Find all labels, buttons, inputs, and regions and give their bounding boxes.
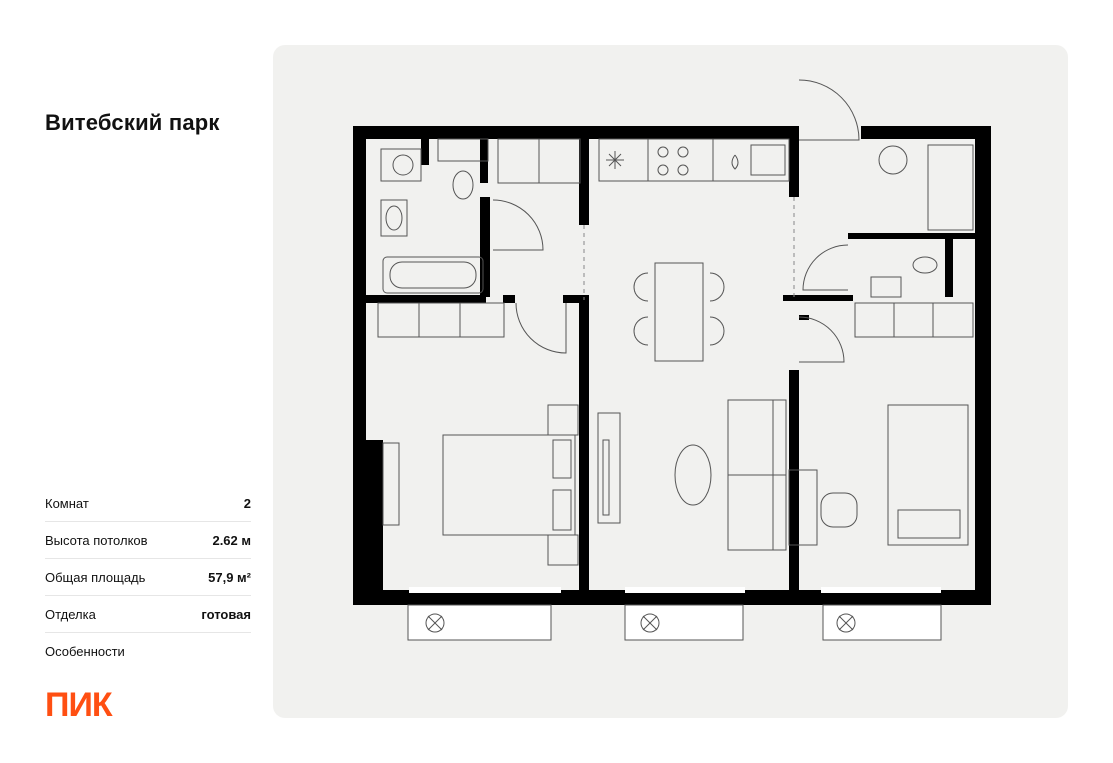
specs-list: Комнат 2 Высота потолков 2.62 м Общая пл…: [45, 485, 251, 669]
spec-value: 2: [243, 495, 251, 511]
bed-icon: [887, 404, 969, 546]
table-icon: [654, 262, 704, 362]
pik-logo: ПИК: [45, 686, 113, 724]
wardrobe-icon: [377, 302, 505, 338]
sink-icon: [380, 199, 408, 237]
floorplan: [353, 79, 991, 641]
kitchen-counter: [598, 138, 790, 182]
chair-icon: [633, 272, 725, 346]
tv-unit: [382, 442, 400, 526]
toilet-icon: [870, 256, 938, 298]
spec-row-finish: Отделка готовая: [45, 596, 251, 633]
sink-icon: [731, 144, 786, 176]
stove-icon: [657, 146, 689, 176]
balconies: [407, 604, 942, 641]
wardrobe-icon: [497, 138, 581, 184]
chair-icon: [820, 492, 858, 528]
spec-row-features: Особенности: [45, 633, 251, 669]
spec-row-area: Общая площадь 57,9 м²: [45, 559, 251, 596]
desk-icon: [788, 469, 818, 546]
project-title: Витебский парк: [45, 110, 220, 135]
floorplan-panel: [273, 45, 1068, 718]
fridge-icon: [606, 151, 624, 169]
spec-label: Высота потолков: [45, 532, 148, 548]
spec-row-ceiling: Высота потолков 2.62 м: [45, 522, 251, 559]
spec-value: 2.62 м: [212, 532, 251, 548]
spec-label: Особенности: [45, 643, 125, 659]
spec-value: 57,9 м²: [208, 569, 251, 585]
bathtub-icon: [382, 256, 484, 294]
spec-label: Общая площадь: [45, 569, 146, 585]
spec-label: Комнат: [45, 495, 89, 511]
tv-unit: [597, 412, 621, 524]
bed-icon: [442, 404, 579, 566]
fan-icon: [425, 613, 856, 633]
door-icon: [492, 79, 860, 363]
spec-label: Отделка: [45, 606, 96, 622]
wardrobe-icon: [854, 144, 974, 338]
outer-walls: [353, 126, 991, 605]
toilet-icon: [380, 138, 489, 200]
spec-row-rooms: Комнат 2: [45, 485, 251, 522]
spec-value: готовая: [201, 606, 251, 622]
sofa-icon: [727, 399, 787, 551]
